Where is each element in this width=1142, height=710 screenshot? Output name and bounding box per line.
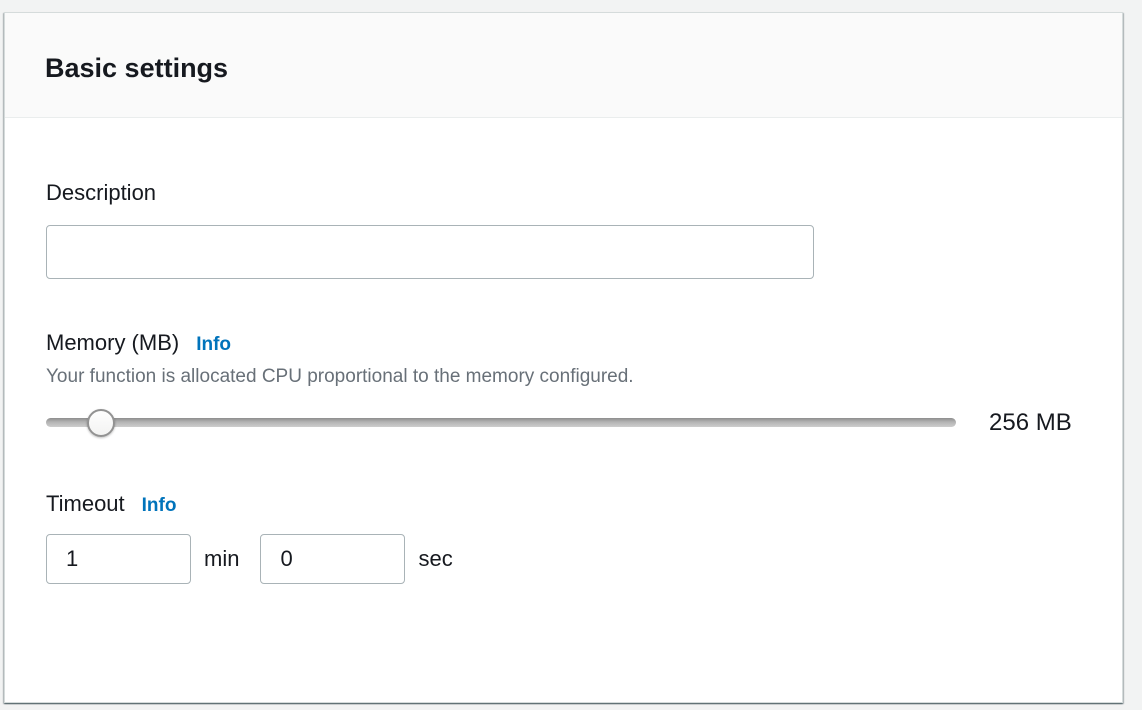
memory-label: Memory (MB) bbox=[46, 329, 180, 355]
description-field: Description bbox=[46, 180, 1082, 279]
timeout-seconds-input[interactable] bbox=[260, 533, 406, 584]
timeout-minutes-unit-label: min bbox=[204, 545, 240, 571]
memory-helper-text: Your function is allocated CPU proportio… bbox=[46, 365, 634, 387]
panel-body: Description Memory (MB) Info Your functi… bbox=[5, 117, 1122, 584]
timeout-info-link[interactable]: Info bbox=[141, 494, 177, 516]
timeout-field: Timeout Info min sec bbox=[46, 491, 1082, 584]
memory-value-display: 256 MB bbox=[989, 408, 1072, 436]
memory-slider[interactable] bbox=[46, 408, 956, 438]
timeout-seconds-unit-label: sec bbox=[418, 545, 453, 571]
basic-settings-panel: Basic settings Description Memory (MB) I… bbox=[4, 12, 1123, 703]
memory-slider-track[interactable] bbox=[46, 417, 956, 427]
memory-field: Memory (MB) Info Your function is alloca… bbox=[46, 330, 1082, 438]
description-label: Description bbox=[46, 179, 157, 205]
memory-slider-thumb[interactable] bbox=[86, 408, 115, 437]
panel-title: Basic settings bbox=[45, 53, 229, 83]
description-input[interactable] bbox=[46, 224, 814, 279]
panel-header: Basic settings bbox=[5, 13, 1122, 118]
timeout-label: Timeout bbox=[46, 490, 125, 516]
timeout-minutes-input[interactable] bbox=[46, 533, 191, 584]
memory-slider-row: 256 MB bbox=[46, 408, 1082, 438]
timeout-inputs-row: min sec bbox=[46, 533, 1082, 584]
memory-info-link[interactable]: Info bbox=[196, 333, 232, 355]
